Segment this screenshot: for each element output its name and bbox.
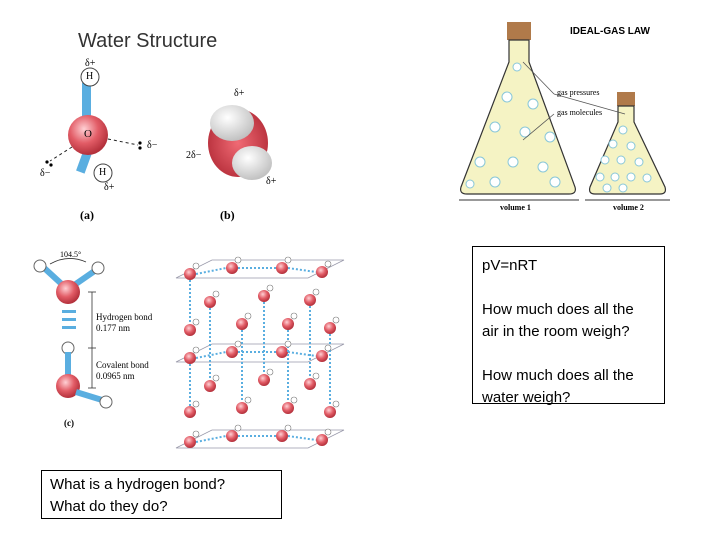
panel-b-delta-plus-top: δ+ xyxy=(234,88,245,99)
panel-a-label: (a) xyxy=(80,208,94,222)
delta-plus-top-label: δ+ xyxy=(85,58,96,69)
covalent-label: Covalent bond xyxy=(96,360,149,370)
hydrogen-atom-bottom xyxy=(93,163,113,183)
ice-lattice-diagram xyxy=(175,256,345,449)
oxygen-atom xyxy=(68,115,108,155)
atom-h-bottom-label: H xyxy=(99,167,107,178)
volume2-label: volume 2 xyxy=(613,203,644,212)
space-fill-hydrogen-top xyxy=(210,105,254,141)
flask2-cork xyxy=(617,92,635,106)
hydrogen-bond-diagram xyxy=(33,258,113,409)
covalent-length: 0.0965 nm xyxy=(96,371,135,381)
hydrogen-bond-question-box: What is a hydrogen bond? What do they do… xyxy=(41,470,282,519)
water-molecule-diagram-b xyxy=(208,105,272,180)
hbond-length: 0.177 nm xyxy=(96,323,131,333)
water-molecule-diagram-a xyxy=(45,67,142,183)
bond-angle-label: 104.5° xyxy=(60,250,82,259)
atom-h-top-label: H xyxy=(86,71,94,82)
panel-b-label: (b) xyxy=(220,208,235,222)
oh-bond-top xyxy=(82,83,91,138)
panel-b-delta-plus-bottom: δ+ xyxy=(266,176,277,187)
space-fill-hydrogen-bottom xyxy=(232,146,272,180)
pv-equation: pV=nRT xyxy=(482,257,538,274)
ideal-gas-question-box: pV=nRT How much does all the air in the … xyxy=(472,246,665,406)
gas-molecules-label: gas molecules xyxy=(557,108,603,117)
air-question-line2: air in the room weigh? xyxy=(482,323,630,340)
water-structure-title: Water Structure xyxy=(78,30,218,52)
flask1-cork xyxy=(507,22,531,40)
water-question-line1: How much does all the xyxy=(482,367,634,384)
panel-b-two-delta-minus: 2δ− xyxy=(186,150,202,161)
delta-minus-right-label: δ− xyxy=(147,140,158,151)
hbond-question-line2: What do they do? xyxy=(50,498,168,515)
flask1-body xyxy=(460,39,576,195)
ideal-gas-title: IDEAL-GAS LAW xyxy=(570,26,650,37)
flask2-body xyxy=(588,105,667,195)
panel-c-label: (c) xyxy=(64,418,74,428)
delta-minus-left-label: δ− xyxy=(40,168,51,179)
hydrogen-atom-top xyxy=(80,67,100,87)
ideal-gas-flasks-diagram xyxy=(459,22,670,201)
volume1-label: volume 1 xyxy=(500,203,531,212)
water-question-line2: water weigh? xyxy=(482,389,571,406)
top-molecule-oxygen xyxy=(56,280,80,304)
delta-plus-bottom-label: δ+ xyxy=(104,182,115,193)
gas-pressures-label: gas pressures xyxy=(557,88,600,97)
hbond-question-line1: What is a hydrogen bond? xyxy=(50,476,226,493)
bottom-molecule-oxygen xyxy=(56,374,80,398)
atom-o-label: O xyxy=(84,128,92,140)
air-question-line1: How much does all the xyxy=(482,301,634,318)
hbond-label: Hydrogen bond xyxy=(96,312,153,322)
